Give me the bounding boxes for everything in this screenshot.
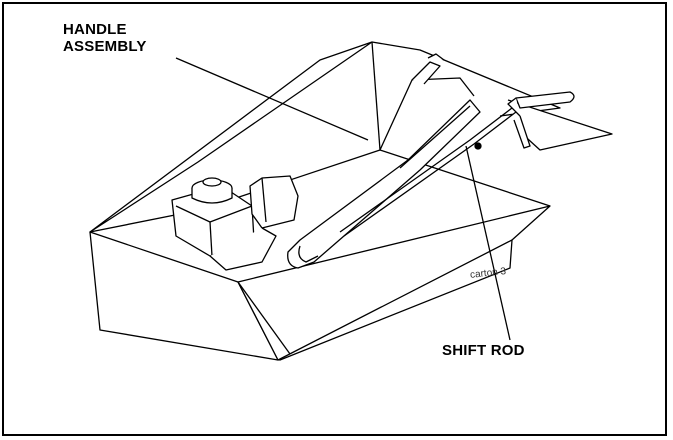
shift-rod-leader-line bbox=[465, 145, 511, 341]
handle-label-line2: ASSEMBLY bbox=[63, 38, 147, 55]
shift-rod-label: SHIFT ROD bbox=[442, 342, 525, 359]
carton-right-wall bbox=[237, 205, 551, 361]
carton-flap-right bbox=[507, 99, 613, 151]
handle-leader-line bbox=[175, 57, 369, 141]
shift-rod bbox=[339, 107, 517, 237]
carton-flap-front bbox=[237, 281, 291, 355]
handle-label-line1: HANDLE bbox=[63, 21, 127, 38]
handle-assembly bbox=[287, 53, 481, 269]
carton-inner-edge bbox=[371, 41, 381, 151]
handle-grip bbox=[507, 91, 575, 149]
handle-assembly-label: HANDLE ASSEMBLY bbox=[63, 21, 147, 55]
engine bbox=[171, 175, 299, 271]
